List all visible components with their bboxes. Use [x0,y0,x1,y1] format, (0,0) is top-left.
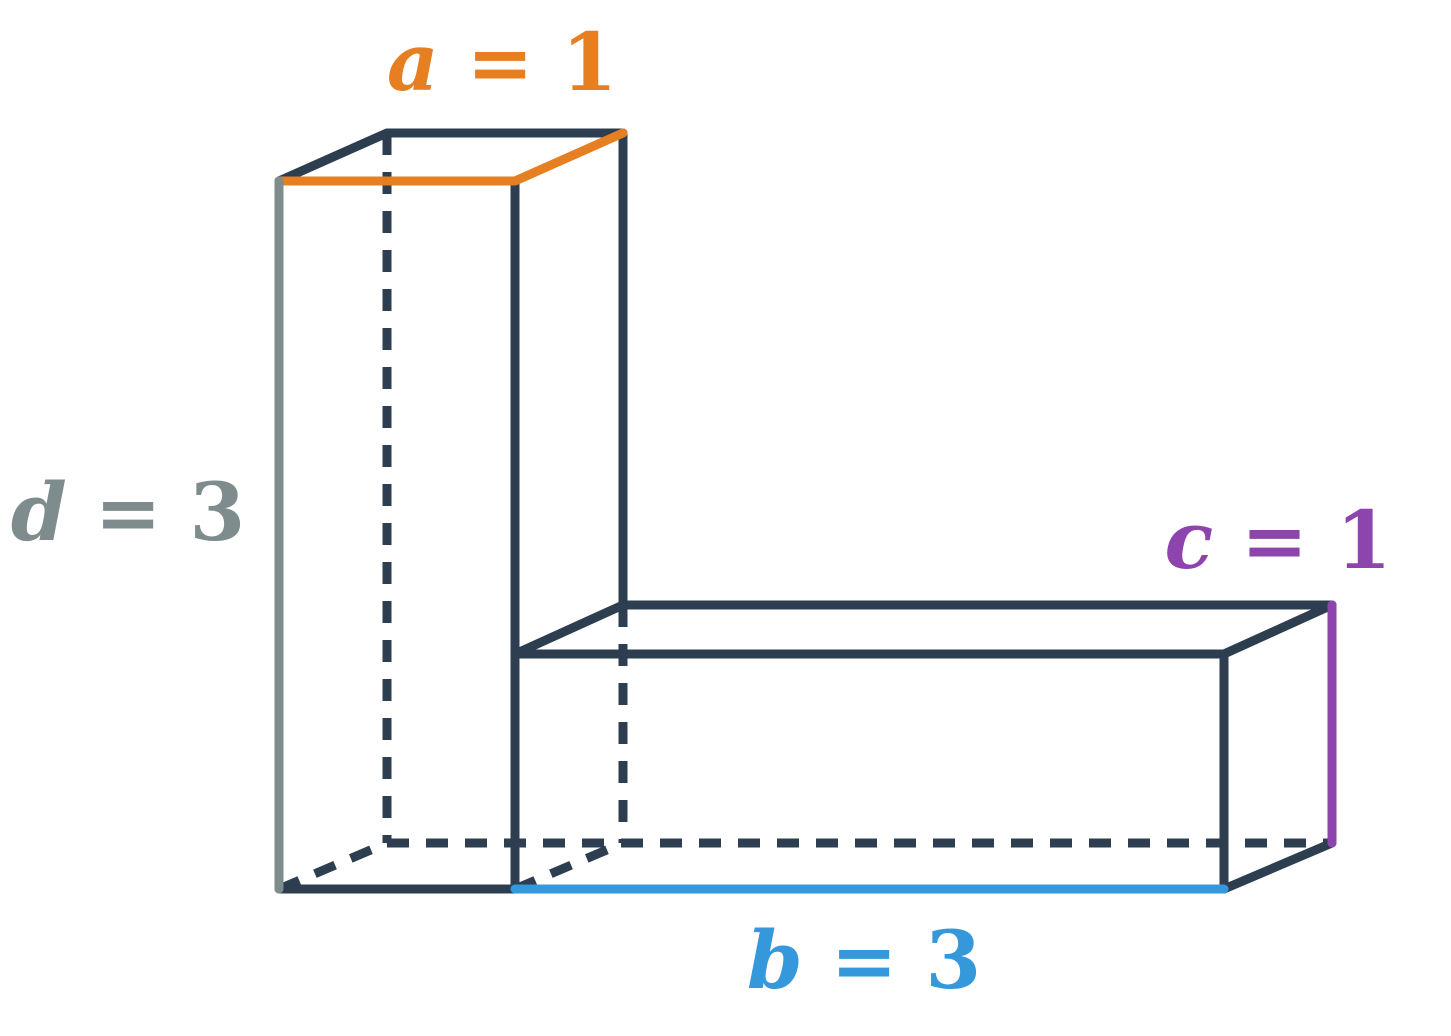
hidden-edge-bottom-middle-depth [513,838,625,894]
edge-long-bottom-right-depth [1219,838,1337,894]
hidden-edges [277,133,1332,894]
label-c: c = 1 [1164,493,1391,587]
edge-tall-top-left-depth [274,128,392,186]
edge-a-highlight [274,128,628,186]
label-d: d = 3 [11,465,245,559]
label-a: a = 1 [387,15,617,109]
label-b: b = 3 [747,913,981,1007]
measured-edges [274,128,1337,894]
edge-long-top-right-depth [1219,600,1337,659]
edge-long-top-left-depth [510,600,628,659]
visible-edges [274,128,1337,894]
hidden-edge-bottom-left-depth [277,838,389,894]
